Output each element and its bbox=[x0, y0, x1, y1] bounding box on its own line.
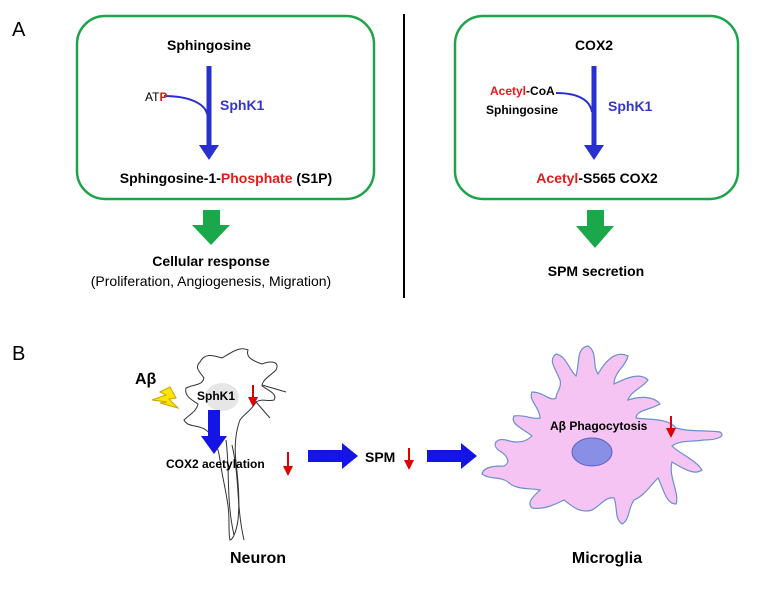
neuron-nucleus bbox=[205, 383, 239, 411]
outcome-arrow-left bbox=[192, 210, 230, 245]
neuron-cell bbox=[183, 348, 287, 541]
spm-label: SPM bbox=[365, 449, 395, 465]
sphk1-arrowhead-right bbox=[584, 145, 604, 160]
cox2-substrate: COX2 bbox=[575, 37, 613, 53]
sphk1-arrowhead-left bbox=[199, 145, 219, 160]
microglia-nucleus bbox=[571, 437, 613, 467]
lightning-icon bbox=[151, 386, 180, 409]
microglia-label: Microglia bbox=[572, 550, 642, 567]
abeta-phagocytosis-label: Aβ Phagocytosis bbox=[550, 419, 648, 433]
flow-arrow-1-head bbox=[342, 443, 358, 469]
sphk1-enzyme-left: SphK1 bbox=[220, 97, 265, 113]
s1p-pathway-box bbox=[75, 14, 376, 201]
acetylation-arrow-shaft bbox=[208, 410, 220, 440]
panel-a-label: A bbox=[12, 19, 26, 41]
phagocytosis-decrease-icon bbox=[666, 428, 676, 438]
sphk1-enzyme-right: SphK1 bbox=[608, 98, 653, 114]
acetylation-decrease-icon bbox=[283, 466, 293, 476]
spm-decrease-icon bbox=[404, 460, 414, 470]
neuron-label: Neuron bbox=[230, 550, 286, 567]
atp-label: ATP bbox=[145, 90, 167, 104]
microglia-cell bbox=[481, 345, 723, 525]
cox2-acetylation-label: COX2 acetylation bbox=[166, 457, 265, 471]
flow-arrow-1-shaft bbox=[308, 450, 344, 462]
sphk1-decrease-icon bbox=[248, 397, 258, 407]
atp-curve bbox=[163, 95, 208, 115]
abeta-stimulus: Aβ bbox=[135, 371, 157, 388]
cellular-response-detail: (Proliferation, Angiogenesis, Migration) bbox=[91, 273, 331, 289]
flow-arrow-2-head bbox=[461, 443, 477, 469]
sphingosine-substrate: Sphingosine bbox=[167, 37, 251, 53]
cellular-response-title: Cellular response bbox=[152, 253, 270, 269]
sphingosine-cofactor: Sphingosine bbox=[486, 103, 558, 117]
flow-arrow-2-shaft bbox=[427, 450, 463, 462]
acetylation-arrowhead bbox=[201, 436, 227, 454]
spm-secretion-title: SPM secretion bbox=[548, 263, 644, 279]
acetyl-cox2-product: Acetyl-S565 COX2 bbox=[536, 170, 658, 186]
sphk1-neuron-label: SphK1 bbox=[197, 389, 235, 403]
s1p-product: Sphingosine-1-Phosphate (S1P) bbox=[120, 170, 332, 186]
acetyl-coa-curve bbox=[555, 92, 593, 113]
panel-b-label: B bbox=[12, 343, 25, 365]
acetyl-coa-label: Acetyl-CoA bbox=[490, 84, 555, 98]
outcome-arrow-right bbox=[576, 210, 614, 248]
